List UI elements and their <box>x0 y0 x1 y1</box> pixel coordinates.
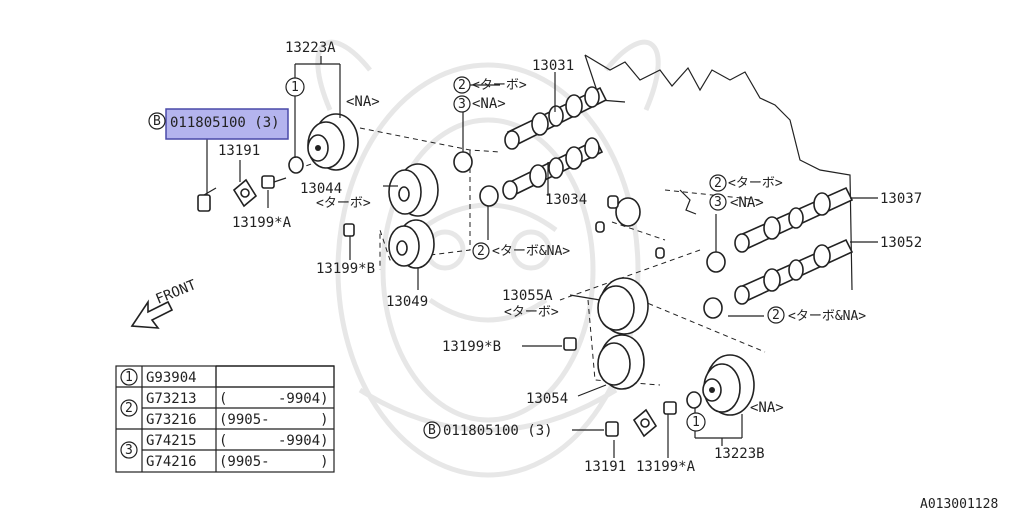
plate-13191-bottom <box>632 408 658 438</box>
label-13054: 13054 <box>526 391 568 407</box>
label-13223A: 13223A <box>285 40 336 56</box>
label-13191-bottom: 13191 <box>584 459 626 475</box>
oil-seal-13034 <box>479 185 499 207</box>
o-ring-top <box>288 156 304 174</box>
label-na-a: <NA> <box>472 96 506 112</box>
camshaft-13031 <box>504 86 608 150</box>
alignment-lines <box>299 127 766 386</box>
bolt-13199B-left <box>343 223 355 237</box>
table-row-1-code: G93904 <box>146 370 197 386</box>
camshaft-13034 <box>502 137 604 200</box>
label-13044: 13044 <box>300 181 342 197</box>
bolt-bottom <box>605 421 619 437</box>
sprocket-13223B <box>702 354 755 416</box>
label-13034: 13034 <box>545 192 587 208</box>
sprocket-13223A <box>307 113 359 171</box>
circle-1-top: 1 <box>291 80 299 95</box>
table-circles <box>120 368 138 459</box>
label-turbo-13055A: <ターボ> <box>504 305 559 320</box>
diagram-reference-code: A013001128 <box>920 497 998 512</box>
label-bolt-code-top[interactable]: 011805100 (3) <box>170 115 280 131</box>
table-row-4-circle: 3 <box>125 443 133 458</box>
front-arrow-icon <box>130 299 174 329</box>
pulley-13055A <box>597 277 649 335</box>
applicability-table <box>115 365 335 473</box>
label-turbo-c: <ターボ> <box>728 176 783 191</box>
label-na-top: <NA> <box>346 94 380 110</box>
table-row-4-range: ( -9904) <box>219 433 329 449</box>
label-turbo-na-b: <ターボ&NA> <box>492 244 570 259</box>
label-13055A: 13055A <box>502 288 553 304</box>
label-13199B-left: 13199*B <box>316 261 375 277</box>
circle-2-a: 2 <box>458 78 466 93</box>
circle-b-top: B <box>153 114 161 129</box>
circle-1-bottom: 1 <box>692 415 700 430</box>
circle-b-bottom: B <box>428 423 436 438</box>
label-13052: 13052 <box>880 235 922 251</box>
table-row-4-code: G74215 <box>146 433 197 449</box>
table-row-5-code: G74216 <box>146 454 197 470</box>
table-row-2-range: ( -9904) <box>219 391 329 407</box>
reference-circles <box>148 76 785 439</box>
bolt-top <box>197 187 217 212</box>
pulley-13049 <box>388 219 435 269</box>
camshaft-13052 <box>734 238 854 305</box>
bolt-13199B-mid <box>563 337 577 351</box>
label-turbo-a: <ターボ> <box>472 78 527 93</box>
table-row-2-code: G73213 <box>146 391 197 407</box>
label-bolt-code-bottom: 011805100 (3) <box>443 423 553 439</box>
circle-3-a: 3 <box>458 97 466 112</box>
cylinder-head-outline <box>584 54 853 291</box>
highlighted-part-number-box[interactable] <box>165 108 289 140</box>
oil-seal-13037 <box>706 251 726 273</box>
pulley-13044 <box>388 163 439 217</box>
label-13199A-bottom: 13199*A <box>636 459 696 475</box>
bolt-13199A-top <box>261 175 287 189</box>
circle-2-d: 2 <box>772 308 780 323</box>
label-13037: 13037 <box>880 191 922 207</box>
label-13199B-mid: 13199*B <box>442 339 501 355</box>
bolt-13199A-bottom <box>663 401 677 415</box>
table-row-5-range: (9905- ) <box>219 454 329 470</box>
label-front: FRONT <box>154 277 200 308</box>
oil-seal-13052 <box>703 297 723 319</box>
circle-3-c: 3 <box>714 195 722 210</box>
label-13199A-top: 13199*A <box>232 215 292 231</box>
plate-13191-top <box>232 178 258 208</box>
label-turbo-13044: <ターボ> <box>316 196 371 211</box>
table-row-3-range: (9905- ) <box>219 412 329 428</box>
table-row-1-circle: 1 <box>125 370 133 385</box>
leader-lines <box>206 56 878 458</box>
pulley-13054 <box>597 334 645 390</box>
oil-seal-13031 <box>453 151 473 173</box>
camshaft-13037 <box>734 186 854 253</box>
o-ring-bottom <box>686 391 702 409</box>
table-row-3-code: G73216 <box>146 412 197 428</box>
circle-2-b: 2 <box>477 244 485 259</box>
label-turbo-na-d: <ターボ&NA> <box>788 309 866 324</box>
label-13049: 13049 <box>386 294 428 310</box>
label-na-bottom: <NA> <box>750 400 784 416</box>
center-small-parts <box>595 189 697 259</box>
label-13031: 13031 <box>532 58 574 74</box>
circle-2-c: 2 <box>714 176 722 191</box>
label-13223B: 13223B <box>714 446 765 462</box>
label-na-c: <NA> <box>730 195 764 211</box>
label-13191-top: 13191 <box>218 143 260 159</box>
table-row-2-circle: 2 <box>125 401 133 416</box>
